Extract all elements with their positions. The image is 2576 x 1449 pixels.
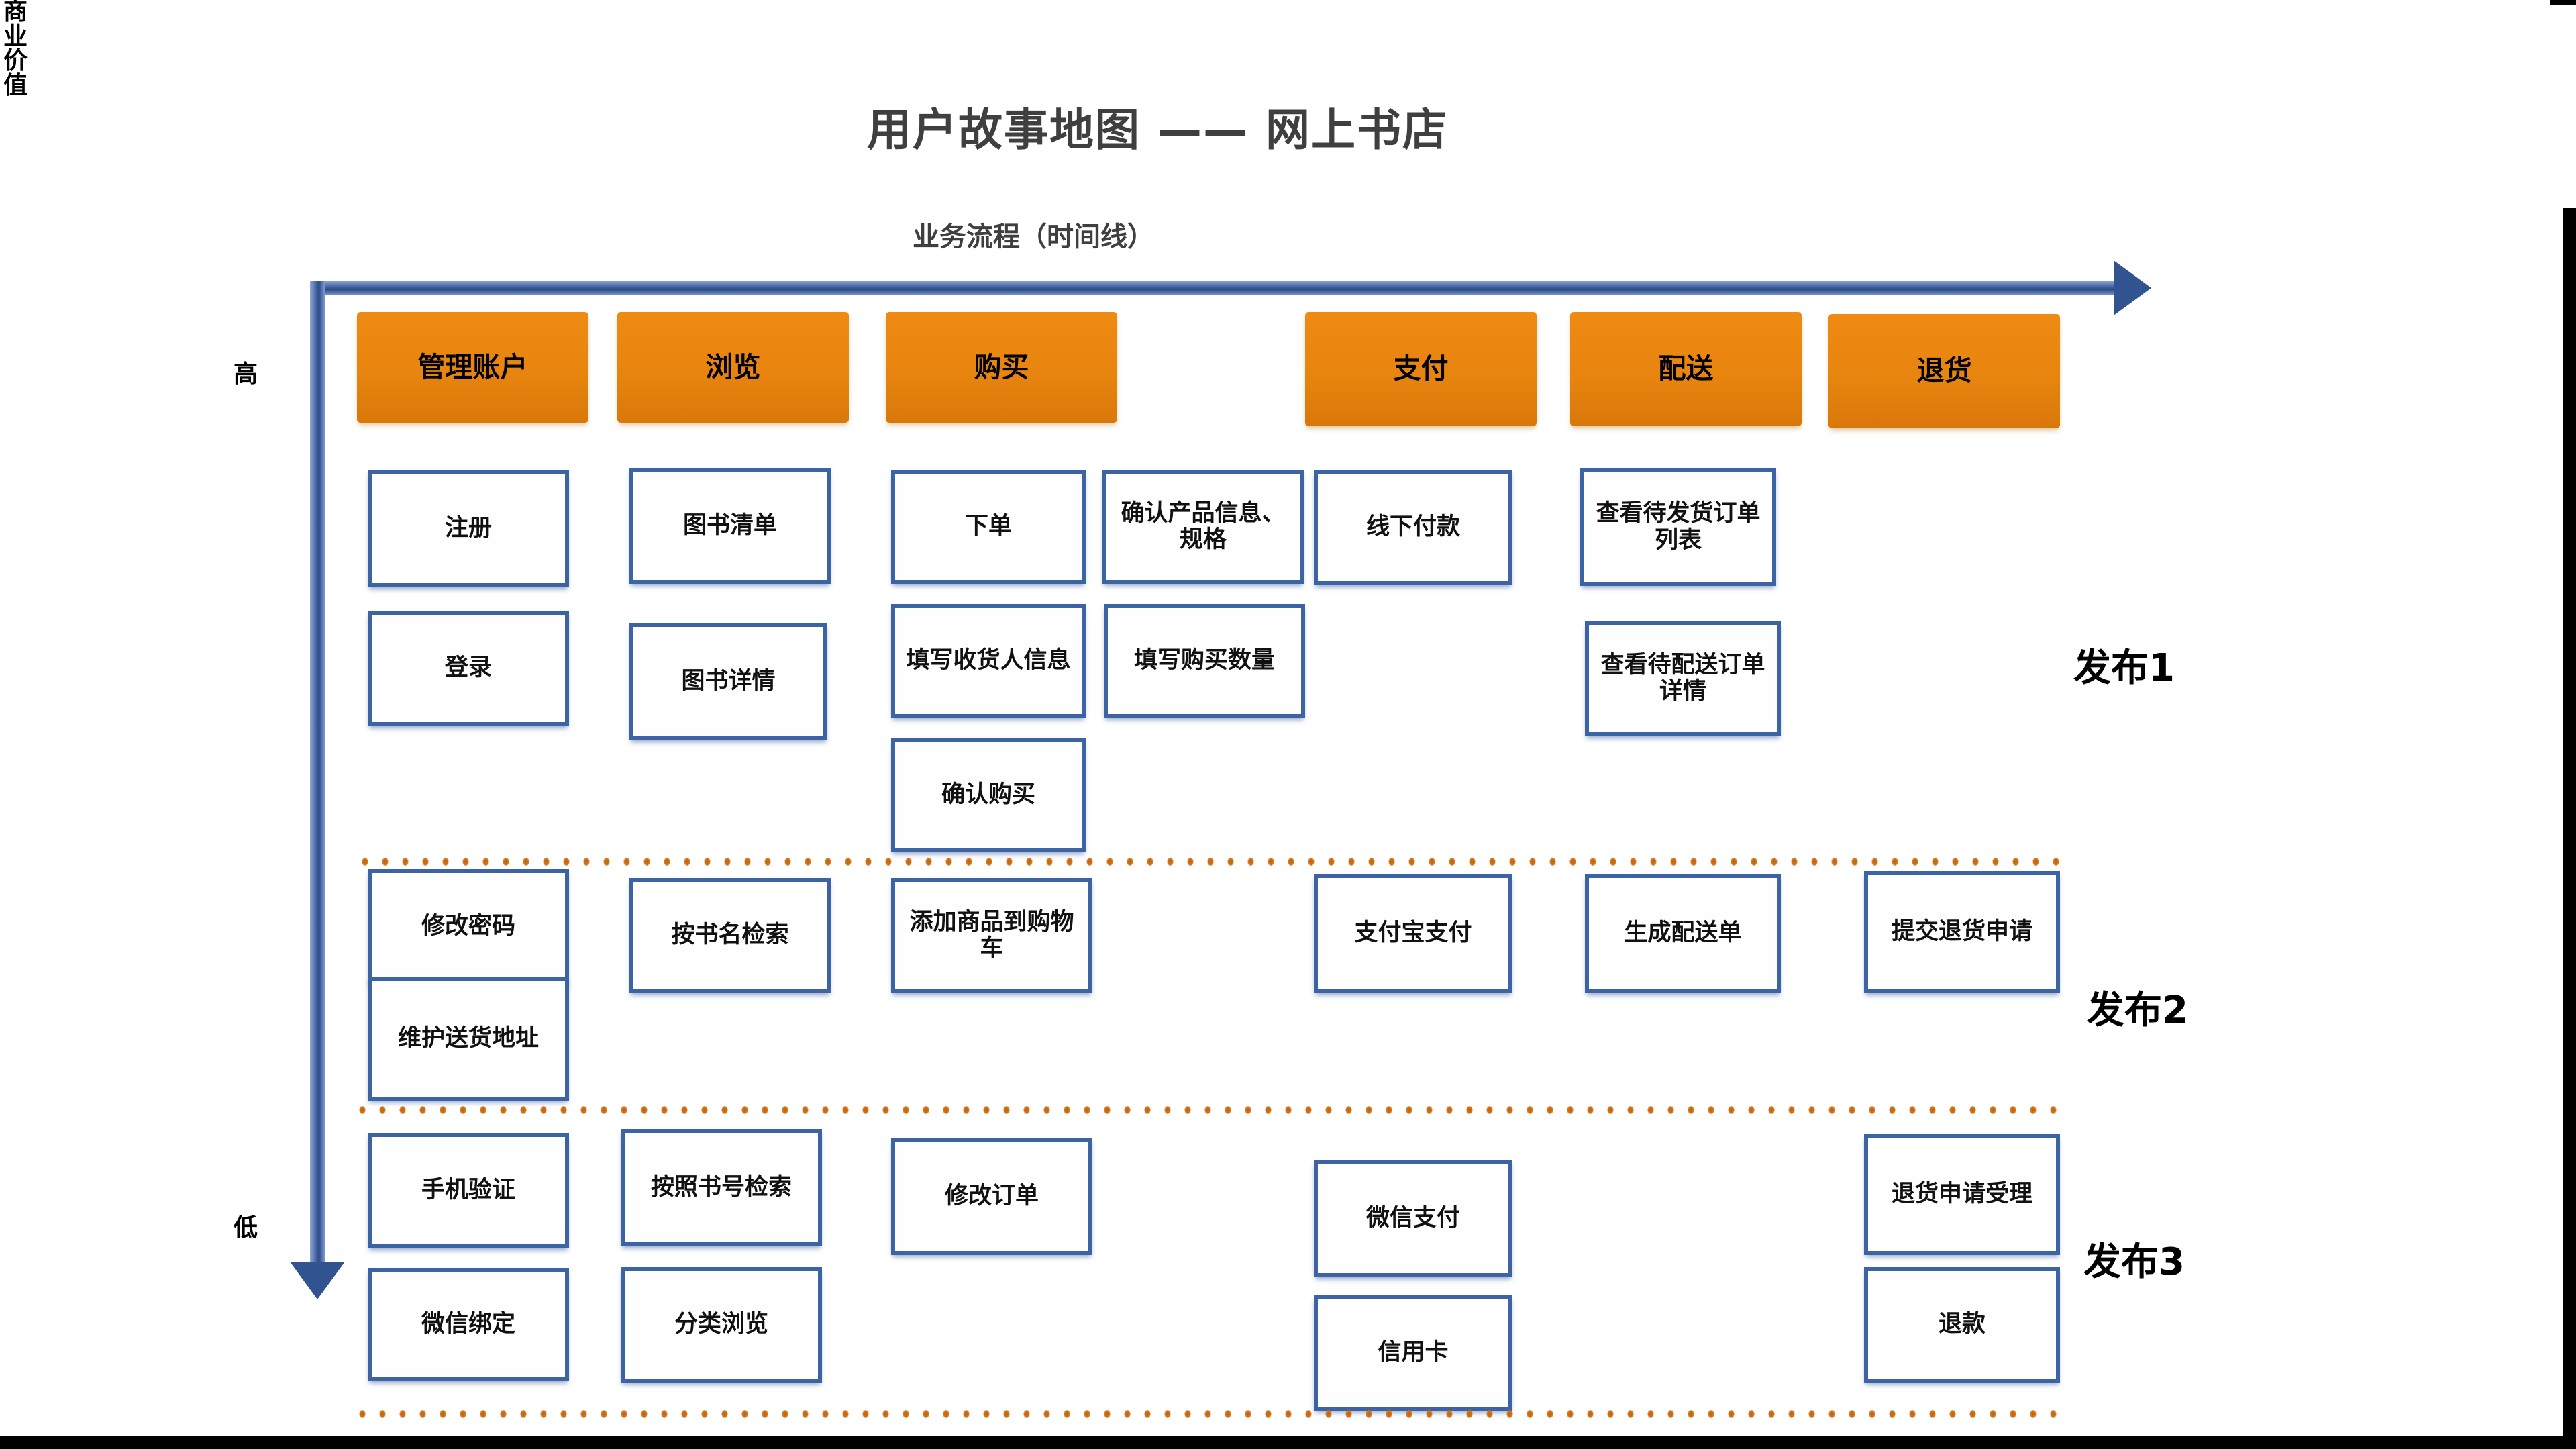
story-card[interactable]: 确认购买: [891, 738, 1086, 852]
story-card[interactable]: 线下付款: [1314, 470, 1512, 585]
timeline-axis-label: 业务流程（时间线）: [913, 221, 1154, 252]
story-card[interactable]: 确认产品信息、规格: [1102, 470, 1304, 584]
right-edge-bar: [2563, 208, 2576, 1449]
story-card[interactable]: 手机验证: [368, 1133, 569, 1248]
story-card[interactable]: 查看待配送订单详情: [1585, 621, 1781, 736]
release-label-1: 发布1: [2073, 646, 2175, 690]
story-card[interactable]: 生成配送单: [1585, 874, 1781, 993]
story-card[interactable]: 退货申请受理: [1864, 1134, 2060, 1255]
story-card[interactable]: 修改密码: [368, 869, 569, 985]
release-label-2: 发布2: [2087, 989, 2188, 1032]
story-card[interactable]: 登录: [368, 611, 569, 726]
story-card[interactable]: 按书名检索: [629, 878, 831, 993]
story-card[interactable]: 修改订单: [891, 1138, 1092, 1255]
story-card[interactable]: 分类浏览: [621, 1267, 822, 1383]
release-separator-3: [354, 1408, 2067, 1420]
story-card[interactable]: 维护送货地址: [368, 977, 569, 1101]
release-label-3: 发布3: [2083, 1240, 2185, 1284]
value-axis-low-label: 低: [234, 1214, 258, 1242]
bottom-edge-bar: [0, 1436, 2576, 1449]
activity-card-delivery[interactable]: 配送: [1570, 312, 1802, 426]
page-title: 用户故事地图 —— 网上书店: [867, 104, 1448, 156]
story-card[interactable]: 信用卡: [1314, 1295, 1512, 1411]
value-axis-high-label: 高: [234, 360, 258, 388]
story-card[interactable]: 填写购买数量: [1104, 604, 1305, 718]
release-separator-1: [357, 856, 2067, 868]
timeline-axis-line: [312, 281, 2124, 295]
story-card[interactable]: 微信绑定: [368, 1268, 569, 1381]
activity-card-return[interactable]: 退货: [1828, 314, 2060, 428]
story-card[interactable]: 提交退货申请: [1864, 871, 2060, 993]
story-card[interactable]: 图书清单: [629, 468, 831, 584]
value-axis-label: 商业价值: [3, 0, 28, 100]
story-card[interactable]: 下单: [891, 470, 1086, 584]
story-card[interactable]: 添加商品到购物车: [891, 878, 1092, 993]
activity-card-purchase[interactable]: 购买: [886, 312, 1117, 423]
story-card[interactable]: 图书详情: [629, 623, 827, 740]
story-card[interactable]: 注册: [368, 470, 569, 587]
release-separator-2: [354, 1104, 2067, 1116]
activity-card-browse[interactable]: 浏览: [617, 312, 849, 423]
value-axis-line: [310, 281, 325, 1274]
activity-card-payment[interactable]: 支付: [1305, 312, 1537, 426]
arrow-right-icon: [2114, 260, 2151, 315]
story-card[interactable]: 按照书号检索: [621, 1129, 822, 1246]
story-card[interactable]: 查看待发货订单列表: [1580, 468, 1776, 586]
story-card[interactable]: 退款: [1864, 1267, 2060, 1383]
arrow-down-icon: [290, 1262, 345, 1299]
story-card[interactable]: 微信支付: [1314, 1160, 1512, 1277]
story-card[interactable]: 填写收货人信息: [891, 604, 1086, 718]
top-right-edge-bar: [2550, 0, 2576, 5]
story-card[interactable]: 支付宝支付: [1314, 874, 1512, 993]
activity-card-manage-account[interactable]: 管理账户: [357, 312, 588, 423]
